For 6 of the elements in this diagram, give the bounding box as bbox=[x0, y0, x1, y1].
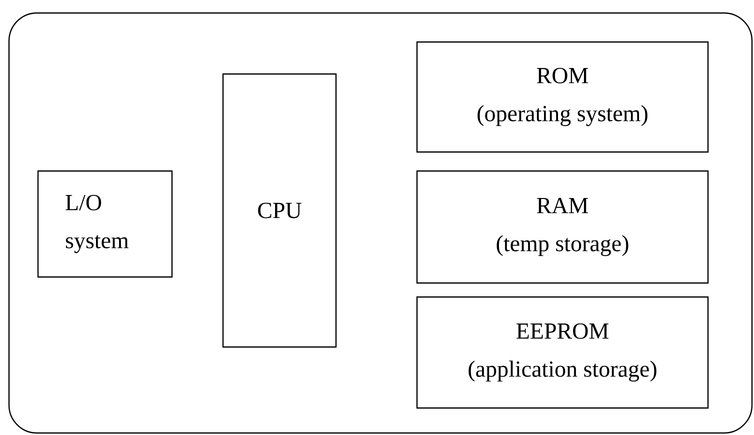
memory-box: EEPROM (application storage) bbox=[416, 296, 709, 409]
component-box: L/O system bbox=[37, 170, 173, 278]
memory-box: ROM (operating system) bbox=[416, 41, 709, 153]
component-box: CPU bbox=[222, 73, 337, 348]
device-outline bbox=[8, 12, 753, 434]
memory-box: RAM (temp storage) bbox=[416, 170, 709, 284]
